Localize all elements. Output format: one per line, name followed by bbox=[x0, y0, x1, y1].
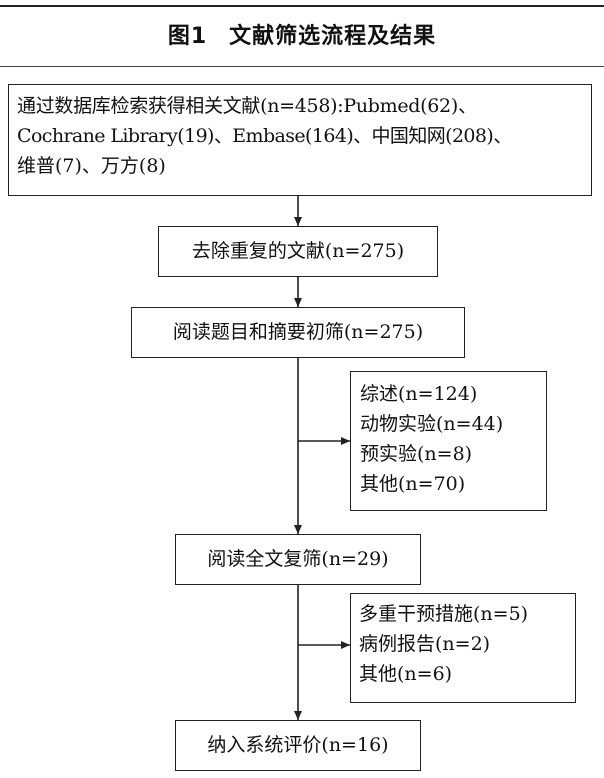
title-rule bbox=[0, 66, 604, 67]
top-rule bbox=[0, 5, 604, 7]
excluded-2-item-1: 多重干预措施(n=5) bbox=[359, 603, 529, 625]
figure-label: 图1 bbox=[167, 24, 208, 49]
dedup-box: 去除重复的文献(n=275) bbox=[158, 226, 438, 277]
search-line-1: 通过数据库检索获得相关文献(n=458):Pubmed(62)、 bbox=[17, 95, 477, 117]
search-line-3: 维普(7)、万方(8) bbox=[17, 155, 166, 177]
excluded-2-item-3: 其他(n=6) bbox=[359, 663, 453, 685]
included-text: 纳入系统评价(n=16) bbox=[207, 734, 389, 756]
search-box: 通过数据库检索获得相关文献(n=458):Pubmed(62)、 Cochran… bbox=[8, 84, 592, 196]
search-line-2: Cochrane Library(19)、Embase(164)、中国知网(20… bbox=[17, 125, 512, 147]
dedup-text: 去除重复的文献(n=275) bbox=[191, 240, 405, 262]
title-abstract-screen-box: 阅读题目和摘要初筛(n=275) bbox=[131, 307, 465, 358]
excluded-1-item-3: 预实验(n=8) bbox=[360, 443, 473, 465]
excluded-1-item-2: 动物实验(n=44) bbox=[360, 413, 504, 435]
fulltext-text: 阅读全文复筛(n=29) bbox=[207, 548, 389, 570]
figure-title-text: 文献筛选流程及结果 bbox=[229, 24, 437, 49]
excluded-box-2: 多重干预措施(n=5) 病例报告(n=2) 其他(n=6) bbox=[350, 593, 576, 703]
excluded-box-1: 综述(n=124) 动物实验(n=44) 预实验(n=8) 其他(n=70) bbox=[350, 371, 547, 511]
screen-text: 阅读题目和摘要初筛(n=275) bbox=[172, 321, 424, 343]
included-box: 纳入系统评价(n=16) bbox=[175, 720, 421, 771]
fulltext-screen-box: 阅读全文复筛(n=29) bbox=[175, 534, 421, 585]
excluded-2-item-2: 病例报告(n=2) bbox=[359, 633, 491, 655]
excluded-1-item-1: 综述(n=124) bbox=[360, 383, 478, 405]
figure-title: 图1 文献筛选流程及结果 bbox=[0, 18, 604, 50]
excluded-1-item-4: 其他(n=70) bbox=[360, 473, 466, 495]
